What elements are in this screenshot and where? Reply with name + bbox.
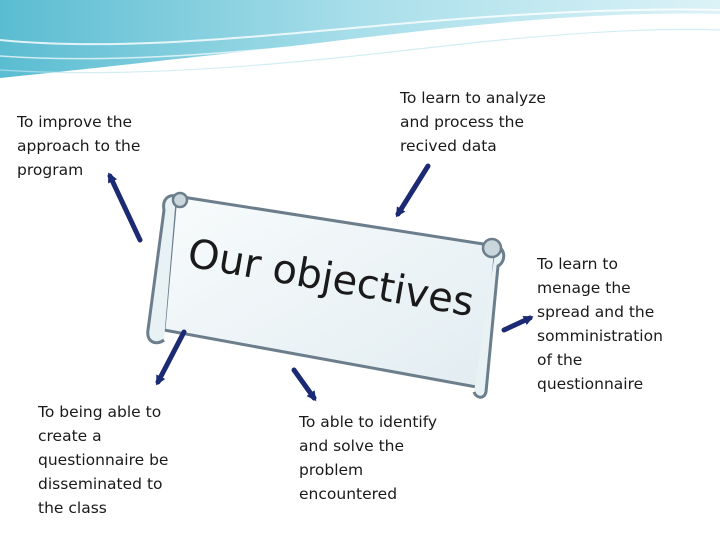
objective-manage-spread: To learn to menage the spread and the so… [537, 252, 707, 396]
arrow-right [504, 318, 530, 330]
arrow-down-center [294, 370, 314, 398]
arrow-up-left [110, 176, 140, 240]
objective-identify-problem: To able to identify and solve the proble… [299, 410, 499, 506]
objective-analyze-data: To learn to analyze and process the reci… [400, 86, 600, 158]
arrow-to-scroll-top [398, 166, 428, 214]
objective-improve-approach: To improve the approach to the program [17, 110, 187, 182]
objective-create-questionnaire: To being able to create a questionnaire … [38, 400, 218, 520]
